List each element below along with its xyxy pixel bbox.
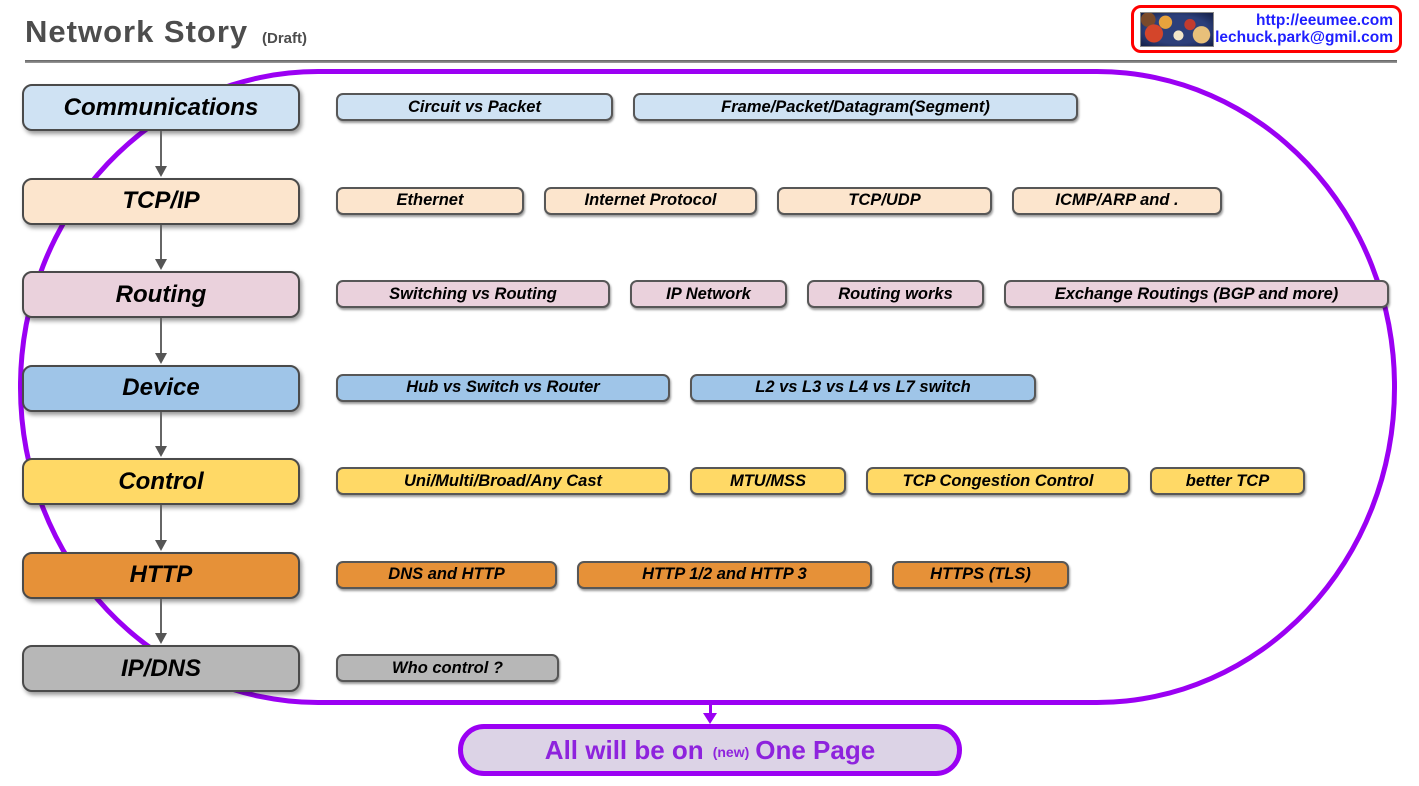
flow-arrow (155, 598, 167, 644)
topic-chip: HTTP 1/2 and HTTP 3 (577, 560, 872, 589)
flow-arrow (155, 505, 167, 550)
one-page-pill: All will be on (new) One Page (458, 724, 962, 776)
flow-arrow (155, 411, 167, 457)
topic-chip: DNS and HTTP (336, 560, 557, 589)
topic-chips-control: Uni/Multi/Broad/Any Cast MTU/MSS TCP Conge… (336, 467, 1305, 495)
row-ipdns: IP/DNS Who control ? (22, 645, 1419, 692)
row-http: HTTP DNS and HTTP HTTP 1/2 and HTTP 3 HTTPS… (22, 551, 1419, 599)
one-page-loop-outline (18, 69, 1397, 705)
topic-chips-routing: Switching vs Routing IP Network Routing wo… (336, 280, 1389, 308)
topic-chips-communications: Circuit vs Packet Frame/Packet/Datagram(S… (336, 93, 1078, 121)
topic-chip: HTTPS (TLS) (892, 560, 1069, 589)
one-page-text-before: All will be on (544, 734, 704, 765)
row-control: Control Uni/Multi/Broad/Any Cast MTU/MSS TC… (22, 458, 1419, 505)
topic-chip: TCP/UDP (777, 186, 992, 215)
row-tcpip: TCP/IP Ethernet Internet Protocol TCP/UDP IC… (22, 177, 1419, 225)
topic-chip: Uni/Multi/Broad/Any Cast (336, 467, 670, 495)
page-subtitle: (Draft) (262, 30, 307, 47)
website-link[interactable]: http://eeumee.com (1256, 12, 1393, 29)
contact-links: http://eeumee.com lechuck.park@gmil.com (1214, 12, 1399, 46)
topic-chips-tcpip: Ethernet Internet Protocol TCP/UDP ICMP/ARP… (336, 186, 1222, 215)
topic-chip: ICMP/ARP and . (1012, 186, 1222, 215)
topic-chip: Frame/Packet/Datagram(Segment) (633, 93, 1078, 121)
topic-chip: Circuit vs Packet (336, 93, 613, 121)
row-routing: Routing Switching vs Routing IP Network Rou… (22, 271, 1419, 318)
topic-chips-http: DNS and HTTP HTTP 1/2 and HTTP 3 HTTPS (TL… (336, 560, 1069, 589)
koi-painting-thumbnail-image (1140, 11, 1214, 47)
row-communications: Communications Circuit vs Packet Frame/Pac… (22, 84, 1419, 131)
topic-chips-device: Hub vs Switch vs Router L2 vs L3 vs L4 vs… (336, 373, 1036, 402)
page-title: Network Story (25, 14, 249, 49)
down-arrow-to-one-page (703, 701, 717, 724)
topic-chip: MTU/MSS (690, 467, 846, 495)
stage-box-communications: Communications (22, 84, 300, 131)
topic-chip: Routing works (807, 280, 984, 308)
topic-chip: TCP Congestion Control (866, 467, 1130, 495)
email-link[interactable]: lechuck.park@gmil.com (1215, 29, 1393, 46)
topic-chip: IP Network (630, 280, 787, 308)
one-page-text-after: One Page (755, 734, 876, 765)
one-page-text-small: (new) (712, 744, 750, 760)
stage-box-http: HTTP (22, 551, 300, 599)
flow-arrow (155, 318, 167, 363)
topic-chip: Hub vs Switch vs Router (336, 373, 670, 402)
stage-box-device: Device (22, 364, 300, 412)
topic-chip: L2 vs L3 vs L4 vs L7 switch (690, 373, 1036, 402)
topic-chip: Exchange Routings (BGP and more) (1004, 280, 1389, 308)
topic-chip: Switching vs Routing (336, 280, 610, 308)
stage-box-ipdns: IP/DNS (22, 645, 300, 692)
topic-chip: Who control ? (336, 654, 559, 682)
topic-chip: Ethernet (336, 186, 524, 215)
stage-box-tcpip: TCP/IP (22, 177, 300, 225)
flow-arrow (155, 224, 167, 270)
topic-chip: better TCP (1150, 467, 1305, 495)
row-device: Device Hub vs Switch vs Router L2 vs L3 vs… (22, 364, 1419, 412)
stage-box-control: Control (22, 458, 300, 505)
stage-box-routing: Routing (22, 271, 300, 318)
contact-card: http://eeumee.com lechuck.park@gmil.com (1131, 5, 1402, 53)
topic-chips-ipdns: Who control ? (336, 654, 559, 682)
topic-chip: Internet Protocol (544, 186, 757, 215)
flow-arrow (155, 131, 167, 176)
header-divider (25, 60, 1397, 63)
